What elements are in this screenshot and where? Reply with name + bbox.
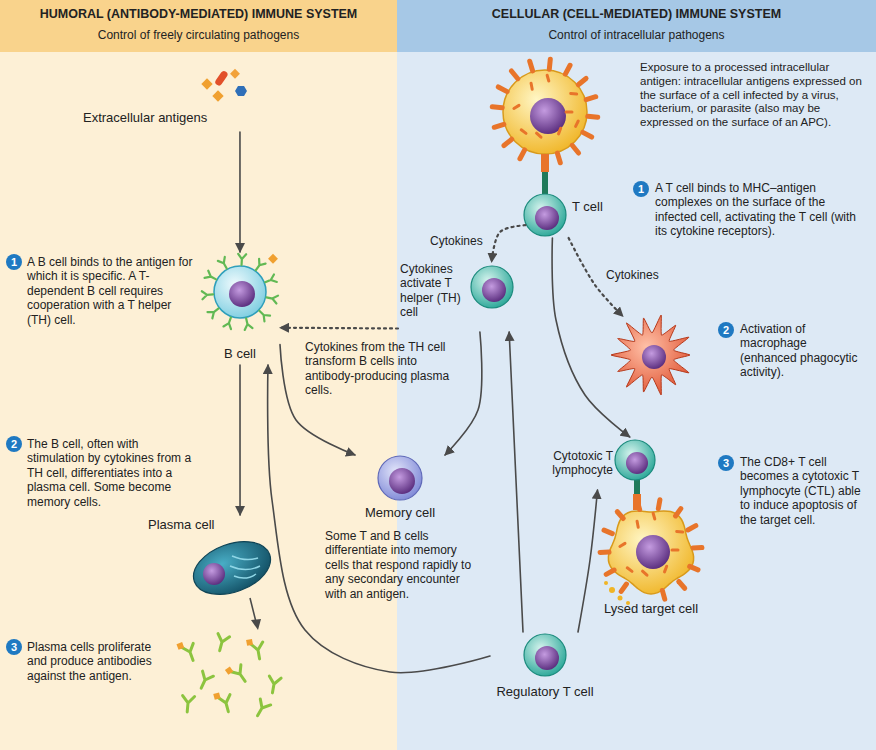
cellular-panel: CELLULAR (CELL-MEDIATED) IMMUNE SYSTEM Co…	[397, 0, 876, 750]
callout-number: 1	[6, 254, 22, 270]
step-text: A T cell binds to MHC–antigen complexes …	[655, 181, 868, 239]
edge-label: Cytokines	[606, 268, 668, 282]
callout-number: 3	[718, 455, 734, 471]
infected-cell-figure	[492, 59, 597, 194]
lysed-target-cell: Lysed target cell	[596, 505, 706, 620]
antibodies	[176, 634, 281, 719]
pathway-arrow	[578, 490, 598, 632]
callout-number: 1	[633, 181, 649, 197]
node-text: T cell	[572, 199, 626, 215]
antigen-group: Extracellular antigens	[80, 70, 252, 132]
edge-label: Cytokines	[430, 234, 492, 248]
b-cell-figure	[202, 254, 278, 330]
panel-subheading: Control of intracellular pathogens	[397, 28, 876, 42]
macrophage: Activation of macrophage (enhanced phago…	[610, 312, 868, 400]
humoral-header-band	[0, 0, 397, 52]
cellular-header-band	[397, 0, 876, 52]
pathway-arrow	[268, 365, 490, 673]
node-text: Activation of macrophage (enhanced phago…	[740, 322, 866, 380]
node-text: Extracellular antigens	[83, 110, 233, 126]
edge-label: Cytokines from the TH cell transform B c…	[305, 340, 465, 398]
t-cell-figure	[524, 194, 566, 236]
pathway-arrow	[445, 332, 482, 455]
panel-heading: HUMORAL (ANTIBODY-MEDIATED) IMMUNE SYSTE…	[0, 7, 397, 22]
plasma-cell: Plasma cell	[145, 515, 280, 605]
node-text: Cytokines activate T helper (TH) cell	[400, 262, 468, 320]
node-text: Exposure to a processed intracellular an…	[640, 61, 868, 130]
memory-cell: Memory cellSome T and B cells differenti…	[325, 455, 475, 627]
node-text: Plasma cell	[148, 517, 240, 533]
step-text: The B cell, often with stimulation by cy…	[27, 437, 195, 509]
antigens	[201, 69, 247, 102]
b-cell: B cell	[200, 252, 280, 365]
pathway-arrow	[509, 332, 523, 632]
node-text: Regulatory T cell	[490, 684, 600, 700]
node-text: Cytotoxic T lymphocyte	[540, 449, 613, 478]
memory-cell-figure	[378, 456, 422, 500]
callout-number: 2	[6, 436, 22, 452]
helper-t-cell: Cytokines activate T helper (TH) cell	[398, 262, 515, 332]
panel-heading: CELLULAR (CELL-MEDIATED) IMMUNE SYSTEM	[397, 7, 876, 22]
cytokine-arrow	[280, 327, 398, 330]
t-cell: T cell	[520, 192, 628, 238]
step-text: The CD8+ T cell becomes a cytotoxic T ly…	[740, 455, 866, 527]
macrophage-figure	[611, 315, 690, 395]
plasma-cell-figure	[186, 532, 278, 630]
regulatory-t-cell-figure	[524, 634, 566, 676]
lysed-cell-figure	[600, 500, 702, 605]
step-text: A B cell binds to the antigen for which …	[27, 255, 195, 327]
node-text: Memory cell	[325, 505, 475, 521]
panel-subheading: Control of freely circulating pathogens	[0, 28, 397, 42]
cellular-ground	[397, 0, 876, 750]
cell-figures	[176, 59, 701, 719]
callout-number: 3	[6, 639, 22, 655]
step-text: Plasma cells proliferate and produce ant…	[27, 640, 167, 683]
cytokine-arrow	[492, 225, 526, 262]
infected-cell: Exposure to a processed intracellular an…	[480, 55, 870, 167]
cytotoxic-t-cell: Cytotoxic T lymphocyte	[540, 437, 655, 490]
pathway-arrow	[552, 238, 630, 437]
node-text: B cell	[200, 346, 280, 362]
pathway-arrow	[239, 132, 241, 252]
pathway-arrow	[239, 365, 241, 515]
node-text: Some T and B cells differentiate into me…	[325, 529, 475, 601]
regulatory-t-cell: Regulatory T cell	[490, 632, 600, 712]
callout-number: 2	[718, 322, 734, 338]
helper-t-cell-figure	[471, 266, 513, 308]
cytotoxic-t-cell-figure	[615, 440, 655, 510]
node-text: Lysed target cell	[596, 601, 706, 617]
